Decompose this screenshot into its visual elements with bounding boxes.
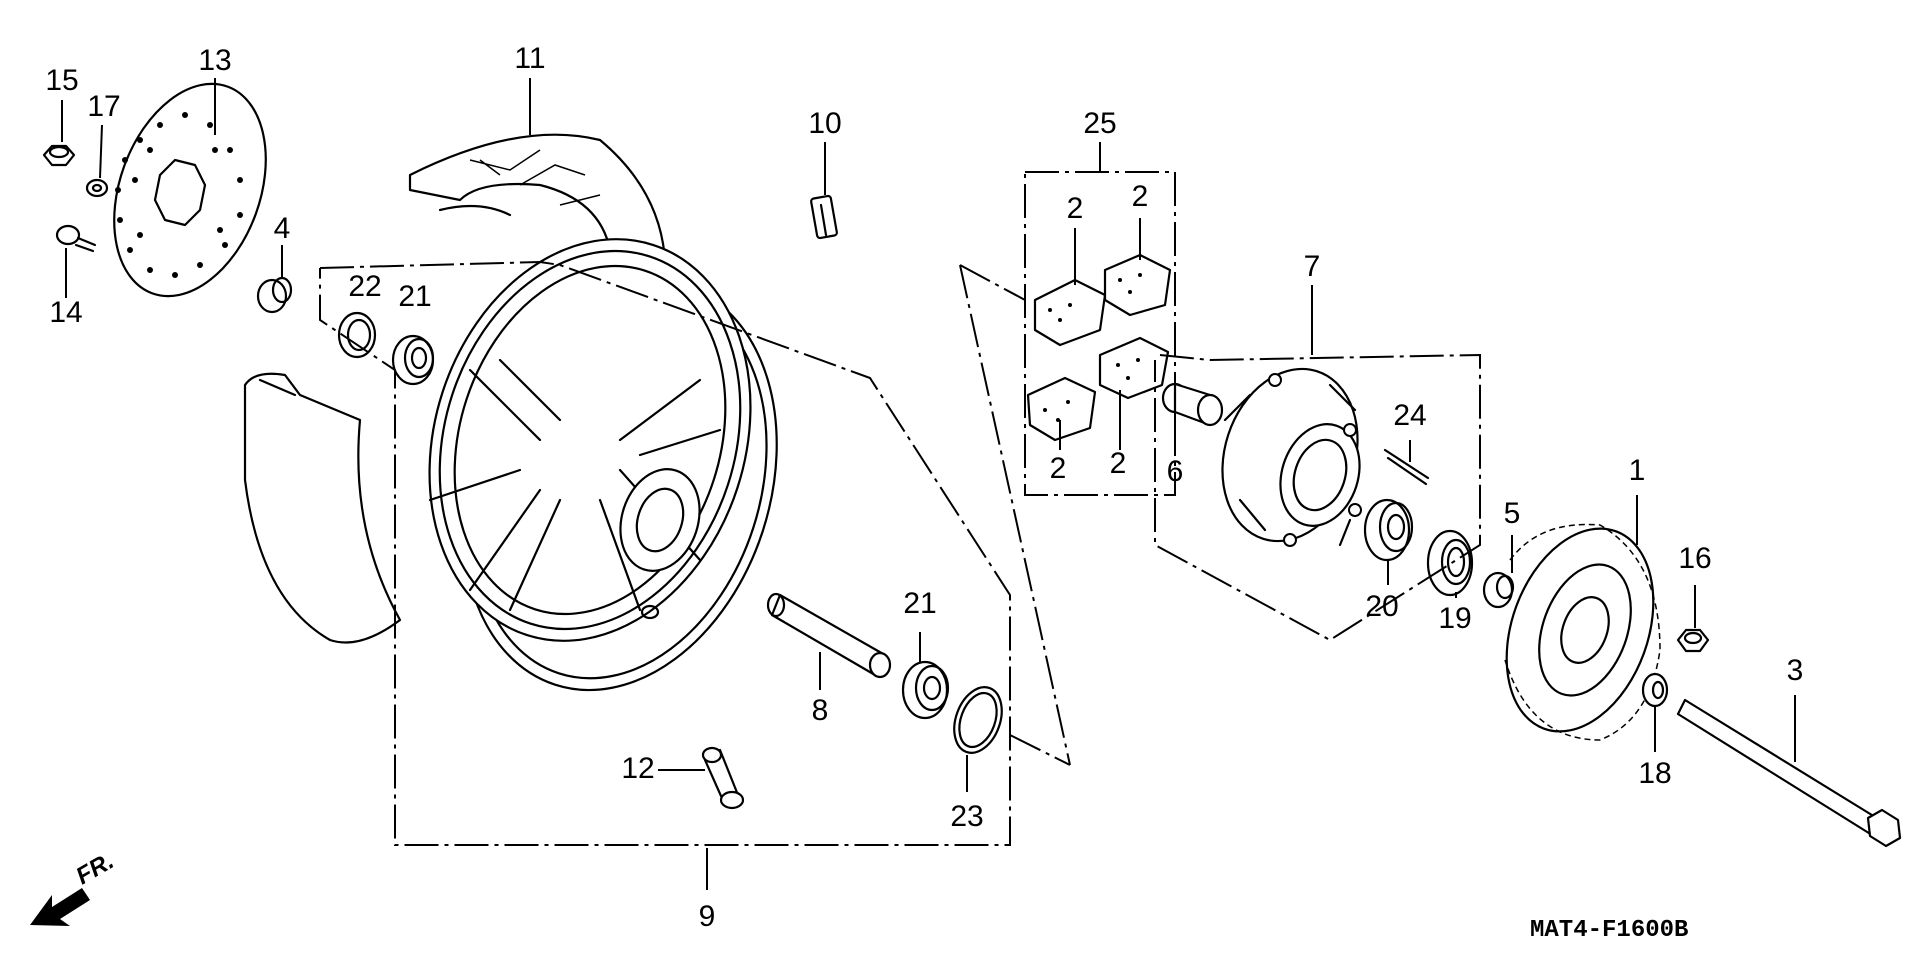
- spacer-8: [766, 592, 892, 679]
- o-ring-23: [953, 686, 1003, 754]
- callout-1: 1: [1629, 454, 1646, 487]
- collar-4: [256, 276, 293, 314]
- callout-21-lower: 21: [903, 587, 936, 620]
- front-direction-indicator: FR.: [30, 847, 118, 926]
- callout-14: 14: [49, 296, 82, 329]
- front-arrow-icon: [30, 888, 90, 926]
- washer-17: [85, 178, 109, 198]
- collar-6: [1161, 382, 1224, 427]
- bearing-22: [337, 311, 377, 359]
- callout-24: 24: [1393, 399, 1426, 432]
- callout-16: 16: [1678, 542, 1711, 575]
- stud-24: [1383, 448, 1430, 486]
- callout-19: 19: [1438, 602, 1471, 635]
- callout-11: 11: [514, 42, 545, 75]
- bearing-21-lower: [901, 660, 950, 720]
- wheel-rim: [428, 238, 778, 692]
- callout-labels: 15 17 13 14 4 11 22 21 10 25 2 2 2 2 7 6…: [45, 42, 1803, 933]
- front-label: FR.: [72, 847, 119, 890]
- assembly-group-lines: [319, 171, 1481, 846]
- callout-25: 25: [1083, 107, 1116, 140]
- callout-10: 10: [808, 107, 841, 140]
- oil-seal-19: [1426, 529, 1474, 597]
- washer-18: [1641, 672, 1669, 708]
- diagram-code: MAT4-F1600B: [1530, 917, 1688, 944]
- final-driven-sprocket: [1504, 523, 1661, 741]
- bearing-20: [1363, 498, 1414, 562]
- collar-5: [1482, 571, 1515, 609]
- damper-rubbers: [1026, 253, 1172, 442]
- driven-flange: [1221, 367, 1362, 547]
- callout-2-d: 2: [1110, 447, 1127, 480]
- callout-6: 6: [1167, 455, 1184, 488]
- callout-8: 8: [812, 694, 829, 727]
- rear-axle-3: [1676, 698, 1902, 848]
- callout-23: 23: [950, 800, 983, 833]
- leader-lines: [61, 78, 1796, 890]
- callout-17: 17: [87, 90, 120, 123]
- callout-2-a: 2: [1067, 192, 1084, 225]
- nut-15: [42, 144, 76, 167]
- rim-band: [243, 372, 402, 644]
- callout-12: 12: [621, 752, 654, 785]
- bolt-14: [55, 224, 97, 253]
- callout-2-c: 2: [1050, 452, 1067, 485]
- callout-3: 3: [1787, 654, 1804, 687]
- callout-9: 9: [699, 900, 716, 933]
- callout-5: 5: [1504, 497, 1521, 530]
- balance-weight-10: [810, 194, 838, 240]
- nut-16: [1676, 628, 1710, 653]
- callout-18: 18: [1638, 757, 1671, 790]
- callout-21-upper: 21: [398, 280, 431, 313]
- callout-7: 7: [1304, 250, 1321, 283]
- callout-15: 15: [45, 64, 78, 97]
- brake-disc: [113, 82, 267, 298]
- valve-12: [701, 746, 745, 810]
- callout-22: 22: [348, 270, 381, 303]
- callout-13: 13: [198, 44, 231, 77]
- callout-2-b: 2: [1132, 180, 1149, 213]
- bearing-21-upper: [391, 334, 435, 386]
- callout-4: 4: [274, 212, 291, 245]
- callout-20: 20: [1365, 590, 1398, 623]
